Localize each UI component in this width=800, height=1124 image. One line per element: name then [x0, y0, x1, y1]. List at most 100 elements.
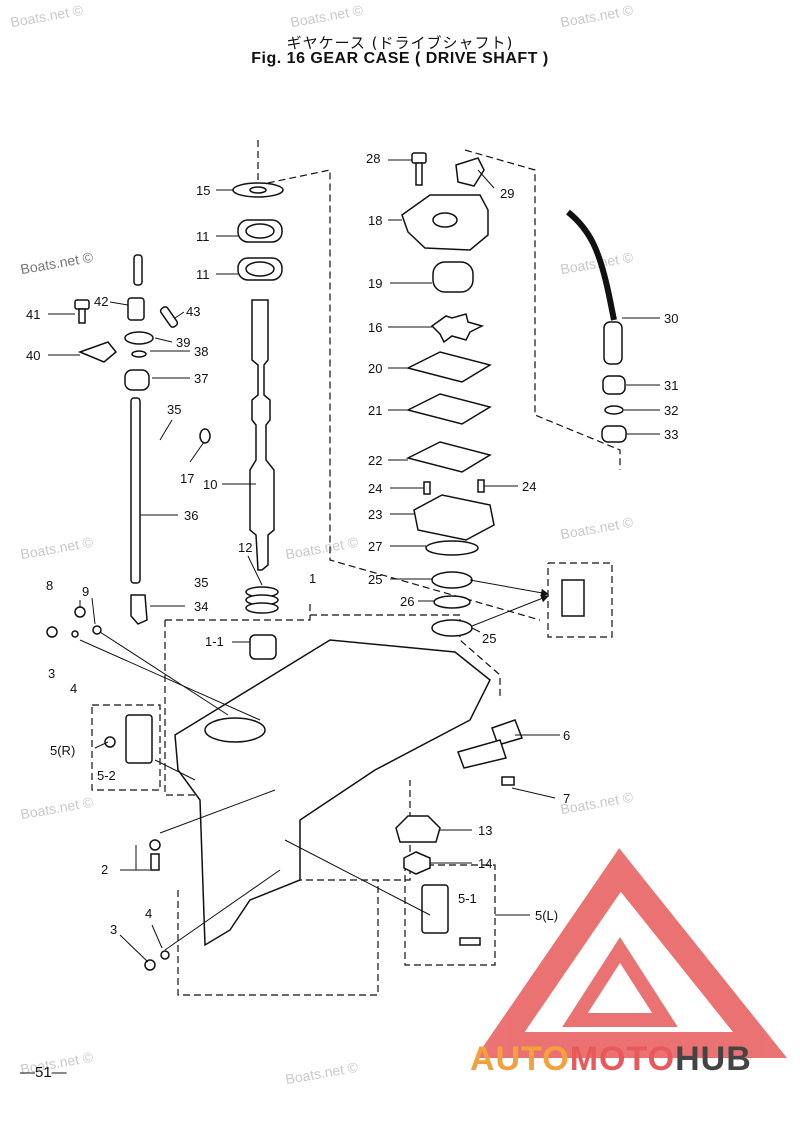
- part-20-gasket: [405, 351, 492, 383]
- callout-17: 17: [180, 471, 194, 486]
- callout-30: 30: [664, 311, 678, 326]
- callout-35-upper: 35: [167, 402, 181, 417]
- bearing-race: [245, 223, 275, 239]
- callout-10: 10: [203, 477, 217, 492]
- part-24-pin-left: [423, 481, 431, 495]
- part-37-grommet: [124, 369, 150, 391]
- water-tube-lower: [603, 321, 623, 365]
- callout-31: 31: [664, 378, 678, 393]
- callout-35-lower: 35: [194, 575, 208, 590]
- part-33-grommet: [601, 425, 627, 443]
- callout-labels: 1 1-1 2 3 3 4 4 5(R) 5-2 5(L) 5-1 6 7 8 …: [26, 151, 678, 937]
- callout-34: 34: [194, 599, 208, 614]
- part-40-lever: [77, 341, 118, 363]
- callout-1: 1: [309, 571, 316, 586]
- callout-38: 38: [194, 344, 208, 359]
- callout-11-upper: 11: [196, 229, 210, 244]
- callout-20: 20: [368, 361, 382, 376]
- callout-4-lower: 4: [145, 906, 152, 921]
- figure-title: Fig. 16 GEAR CASE ( DRIVE SHAFT ): [251, 50, 549, 67]
- callout-21: 21: [368, 403, 382, 418]
- page-number: —51—: [20, 1064, 67, 1081]
- part-6-anode: [457, 739, 507, 769]
- part-39-o-ring: [124, 331, 154, 345]
- part-7-bolt: [501, 776, 515, 786]
- callout-29: 29: [500, 186, 514, 201]
- bolt-shank: [78, 308, 86, 324]
- callout-24-right: 24: [522, 479, 536, 494]
- part-29-water-tube-seal: [455, 157, 485, 187]
- callout-23: 23: [368, 507, 382, 522]
- part-2-bolt: [149, 839, 161, 851]
- callout-11-lower: 11: [196, 267, 210, 282]
- part-10-drive-shaft: [249, 299, 275, 571]
- part-13-pinion-gear: [395, 815, 441, 843]
- part-14-nut: [403, 851, 431, 875]
- part-2-bolt-shank: [150, 853, 160, 871]
- bearing-race: [245, 261, 275, 277]
- part-4-washer: [71, 630, 79, 638]
- logo-triangle: [475, 848, 788, 1058]
- parts: [46, 152, 627, 971]
- gear-case-opening: [204, 717, 266, 743]
- part-21-plate: [405, 393, 492, 425]
- callout-5r: 5(R): [50, 743, 75, 758]
- part-31-grommet: [602, 375, 626, 395]
- leader-lines: [48, 159, 660, 963]
- callout-3: 3: [48, 666, 55, 681]
- callout-4: 4: [70, 681, 77, 696]
- callout-8: 8: [46, 578, 53, 593]
- part-9-washer: [92, 625, 102, 635]
- part-25-oil-seal-lower: [431, 619, 473, 637]
- part-5-2-bolt: [104, 736, 116, 748]
- part-22-gasket: [405, 441, 492, 473]
- part-38-washer: [131, 350, 147, 358]
- assembly-lines: [91, 140, 621, 996]
- callout-41: 41: [26, 307, 40, 322]
- part-1-1-bushing: [249, 634, 277, 660]
- shift-rod-upper: [133, 254, 143, 286]
- callout-19: 19: [368, 276, 382, 291]
- callout-5l: 5(L): [535, 908, 558, 923]
- callout-1-1: 1-1: [205, 634, 224, 649]
- callout-15: 15: [196, 183, 210, 198]
- callout-22: 22: [368, 453, 382, 468]
- part-5-1-bolt: [459, 937, 481, 946]
- part-17-key: [199, 428, 211, 444]
- figure-title-japanese: ギヤケース (ドライブシャフト): [286, 34, 514, 52]
- part-43-pin: [159, 306, 179, 328]
- callout-33: 33: [664, 427, 678, 442]
- logo-part-hub: HUB: [675, 1040, 752, 1078]
- brand-logo: AUTOMOTOHUB: [470, 1040, 752, 1079]
- callout-43: 43: [186, 304, 200, 319]
- logo-part-auto: AUTO: [470, 1040, 570, 1078]
- bolt-shank: [415, 162, 423, 186]
- part-34-shift-cam: [130, 594, 148, 625]
- logo-part-moto: MOTO: [569, 1040, 676, 1078]
- washer-hole: [249, 186, 267, 194]
- callout-9: 9: [82, 584, 89, 599]
- part-4-washer-lower: [160, 950, 170, 960]
- part-23-pump-case: [413, 494, 495, 541]
- part-41-bolt: [74, 299, 90, 310]
- part-5l-anode: [421, 884, 449, 934]
- callout-25-upper: 25: [368, 572, 382, 587]
- part-19-insert: [432, 261, 474, 293]
- callout-6: 6: [563, 728, 570, 743]
- callout-27: 27: [368, 539, 382, 554]
- callout-42: 42: [94, 294, 108, 309]
- part-25-oil-seal-upper: [431, 571, 473, 589]
- callout-7: 7: [563, 791, 570, 806]
- callout-24-left: 24: [368, 481, 382, 496]
- callout-32: 32: [664, 403, 678, 418]
- part-5r-anode: [125, 714, 153, 764]
- callout-2: 2: [101, 862, 108, 877]
- part-30-water-tube: [566, 209, 617, 321]
- callout-40: 40: [26, 348, 40, 363]
- callout-5-2: 5-2: [97, 768, 116, 783]
- callout-14: 14: [478, 856, 492, 871]
- callout-13: 13: [478, 823, 492, 838]
- part-8-nut: [74, 606, 86, 618]
